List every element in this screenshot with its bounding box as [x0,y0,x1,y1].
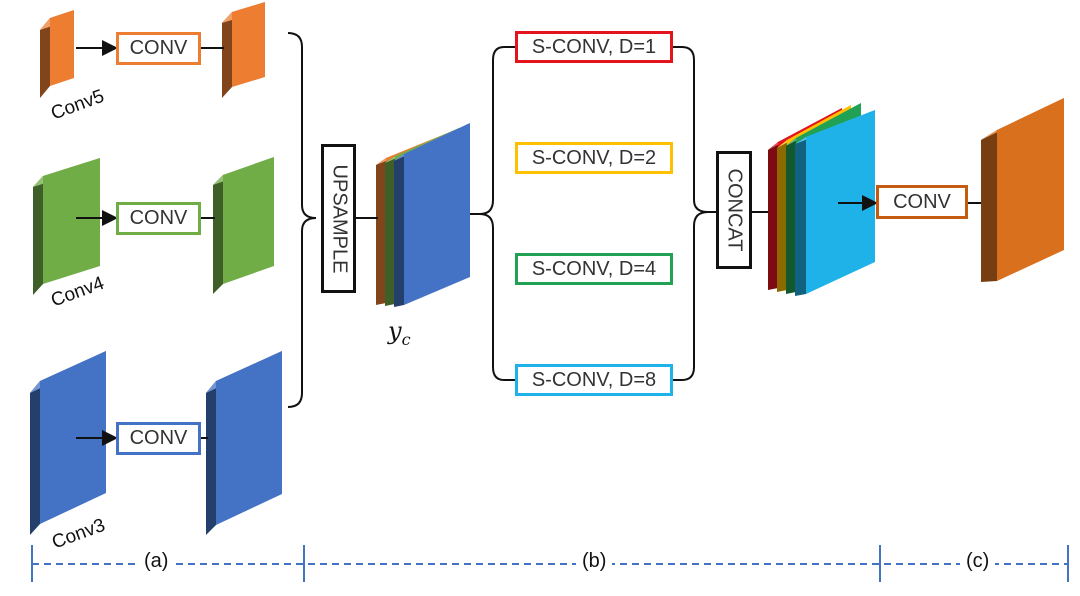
brace-b-left [479,46,515,381]
final-conv-label: CONV [893,190,951,213]
conv3-conv-label: CONV [129,427,188,449]
sconv-d1-box: S-CONV, D=1 [515,31,673,63]
output-block [981,98,1064,282]
conv4-output-block [213,157,274,294]
yc-main: y [388,317,402,345]
conv5-conv-box: CONV [116,32,201,65]
sconv-d4-box: S-CONV, D=4 [515,253,673,285]
yc-subscript: c [401,329,411,349]
conv4-conv-box: CONV [116,202,201,235]
sconv-d2-label: S-CONV, D=2 [531,146,657,169]
upsample-label: UPSAMPLE [328,164,350,273]
sconv-d4-label: S-CONV, D=4 [531,257,657,280]
column-a-connectors [76,40,224,446]
section-c-label: (c) [960,550,996,573]
yc-merged-block [376,123,470,307]
concat-label: CONCAT [723,168,746,252]
upsample-connectors [355,213,480,219]
upsample-box: UPSAMPLE [321,144,356,293]
concat-block [768,103,875,296]
section-b-label: (b) [576,550,613,573]
conv4-input-block [33,158,100,295]
brace-a [287,32,317,408]
conv3-conv-box: CONV [116,422,201,455]
conv4-conv-label: CONV [129,207,188,229]
sconv-d2-box: S-CONV, D=2 [515,142,673,174]
conv5-input-block [40,10,74,98]
yc-label: yc [388,317,411,349]
sconv-d8-box: S-CONV, D=8 [515,364,673,396]
conv3-input-block [30,351,106,535]
section-axis [31,545,1069,582]
brace-b-right [673,46,709,381]
concat-box: CONCAT [716,151,752,269]
section-a-label: (a) [138,550,175,573]
sconv-d8-label: S-CONV, D=8 [531,368,657,391]
conv3-output-block [206,351,282,535]
final-conv-box: CONV [876,185,968,219]
conv5-conv-label: CONV [129,37,188,59]
conv5-output-block [222,2,265,98]
sconv-d1-label: S-CONV, D=1 [531,35,657,58]
